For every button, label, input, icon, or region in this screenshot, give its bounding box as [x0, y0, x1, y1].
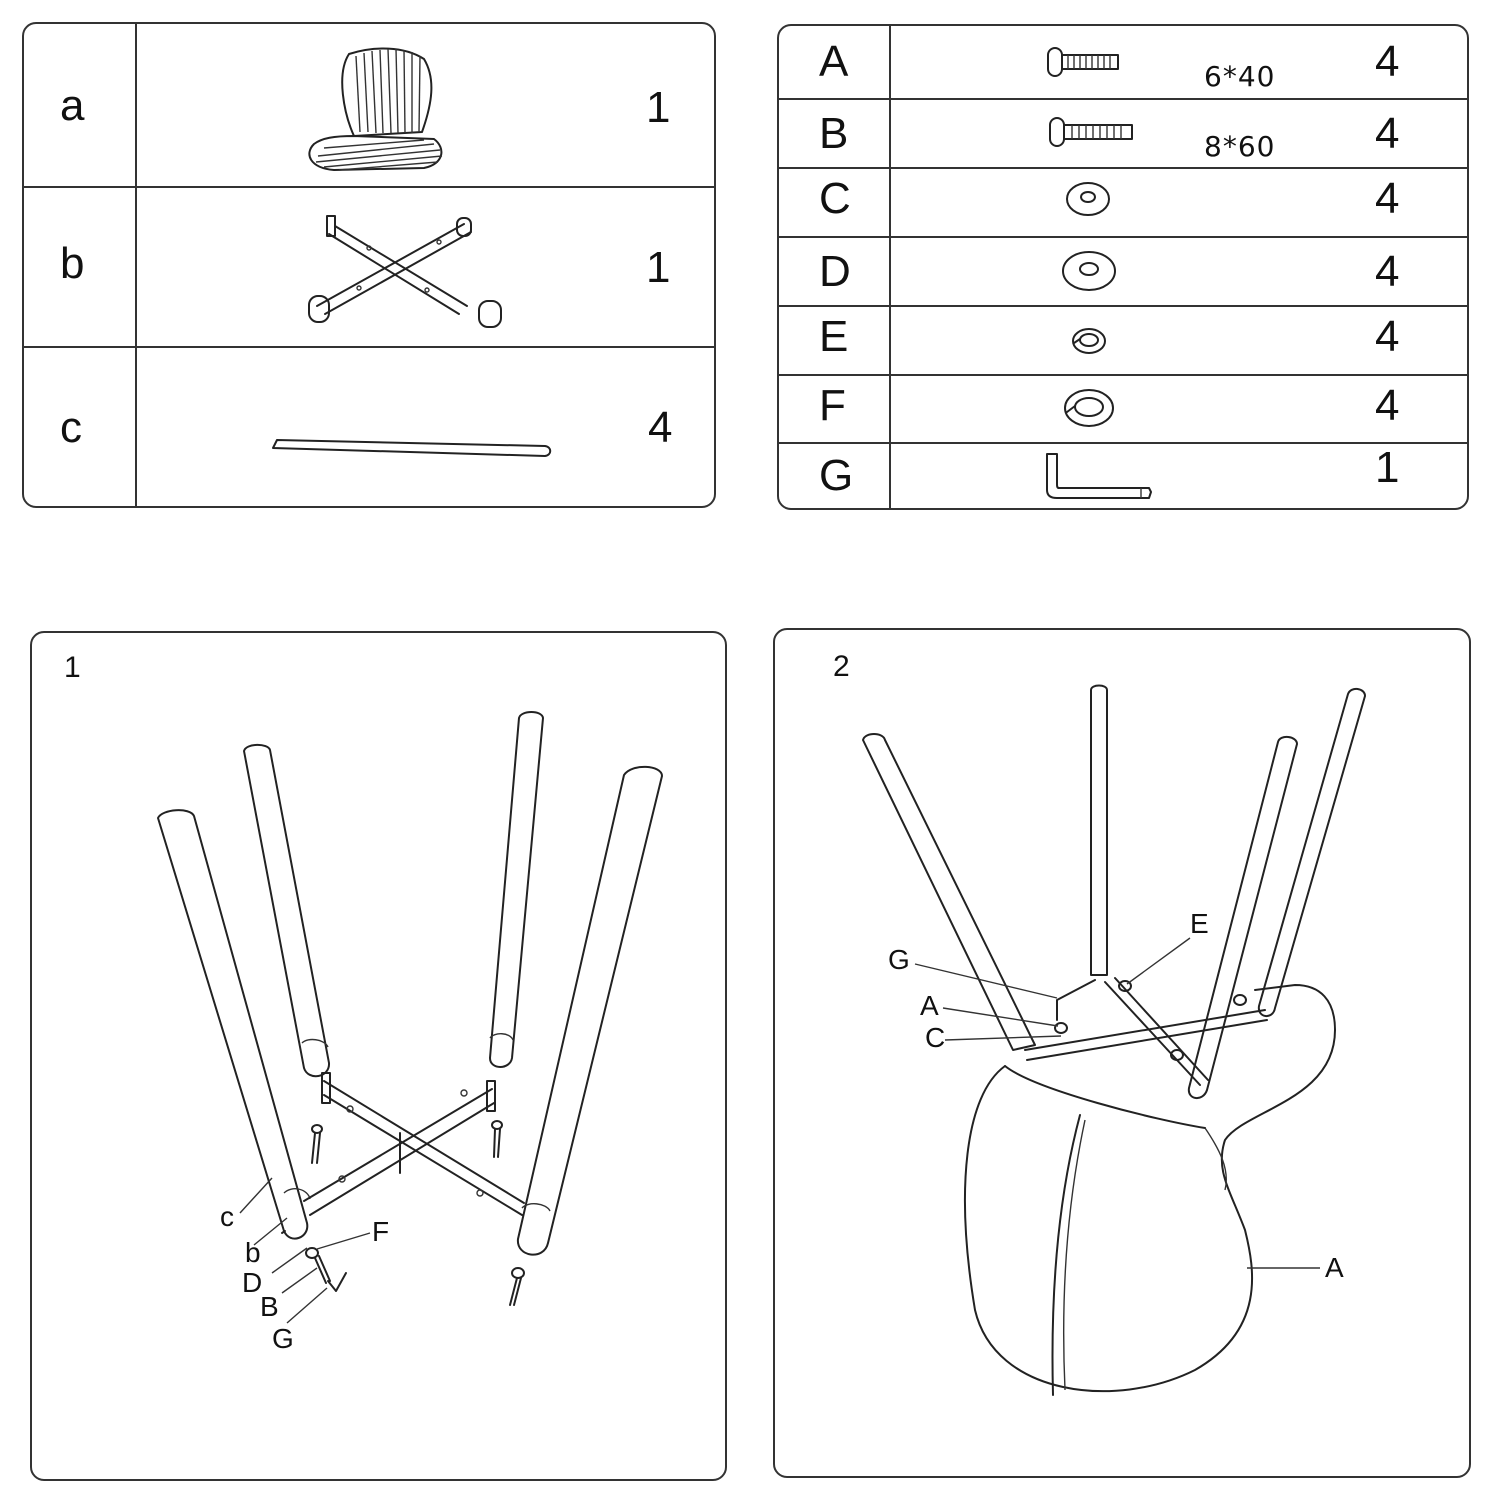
step-2-illustration — [862, 684, 1366, 1396]
part-letter: b — [60, 239, 85, 288]
hardware-table: A 6*40 4 B 8*60 4 C 4 D 4 E — [777, 24, 1469, 510]
step-number: 1 — [64, 651, 81, 684]
hardware-column-divider — [889, 26, 891, 508]
hardware-letter: A — [819, 37, 849, 86]
hardware-letter: D — [819, 247, 851, 296]
hardware-row-E: E 4 — [779, 305, 1467, 376]
callout-seat: A — [1325, 1252, 1344, 1283]
hardware-letter: F — [819, 381, 846, 430]
bolt-icon — [1049, 117, 1133, 147]
step-1-illustration — [157, 711, 663, 1324]
hardware-quantity: 4 — [1375, 37, 1400, 86]
parts-column-divider — [135, 24, 137, 506]
callout-washer: D — [242, 1267, 263, 1298]
hardware-row-A: A 6*40 4 — [779, 26, 1467, 100]
step-number: 2 — [833, 650, 850, 683]
hardware-row-C: C 4 — [779, 167, 1467, 238]
hardware-row-D: D 4 — [779, 236, 1467, 307]
hardware-quantity: 4 — [1375, 381, 1400, 430]
flat-washer-icon — [1066, 182, 1110, 216]
hardware-row-G: G 1 — [779, 442, 1467, 508]
part-quantity: 1 — [646, 243, 671, 292]
hardware-row-B: B 8*60 4 — [779, 98, 1467, 169]
allen-key-icon — [1046, 453, 1152, 499]
cross-base-frame-icon — [308, 215, 502, 328]
callout-bolt: B — [260, 1291, 279, 1322]
callout-washer: C — [925, 1022, 946, 1053]
assembly-step-2: 2 G A C E A — [773, 628, 1471, 1478]
hardware-spec: 6*40 — [1204, 60, 1276, 93]
callout-key: G — [888, 944, 910, 975]
callout-leg: c — [220, 1201, 234, 1232]
parts-row-b: b 1 — [24, 186, 714, 348]
hardware-quantity: 4 — [1375, 247, 1400, 296]
part-letter: c — [60, 403, 82, 452]
assembly-step-1: 1 — [30, 631, 727, 1481]
hardware-quantity: 4 — [1375, 312, 1400, 361]
part-letter: a — [60, 81, 85, 130]
parts-table: a 1 b — [22, 22, 716, 508]
spring-washer-icon — [1064, 389, 1114, 427]
parts-row-c: c 4 — [24, 346, 714, 506]
part-quantity: 4 — [648, 403, 673, 452]
hardware-row-F: F 4 — [779, 374, 1467, 444]
callout-bolt: A — [920, 990, 939, 1021]
bolt-icon — [1047, 47, 1119, 77]
hardware-quantity: 1 — [1375, 443, 1400, 492]
part-quantity: 1 — [646, 83, 671, 132]
parts-row-a: a 1 — [24, 24, 714, 188]
hardware-quantity: 4 — [1375, 174, 1400, 223]
seat-shell-icon — [308, 47, 443, 171]
hardware-letter: C — [819, 174, 851, 223]
leg-tube-icon — [272, 439, 552, 457]
hardware-quantity: 4 — [1375, 109, 1400, 158]
spring-washer-icon — [1072, 328, 1106, 354]
hardware-letter: B — [819, 109, 849, 158]
hardware-letter: G — [819, 451, 854, 500]
hardware-letter: E — [819, 312, 849, 361]
callout-base: b — [245, 1237, 261, 1268]
callout-key: G — [272, 1323, 294, 1354]
hardware-spec: 8*60 — [1204, 130, 1276, 163]
callout-spring-washer: F — [372, 1216, 390, 1247]
callout-spring-washer: E — [1190, 908, 1209, 939]
flat-washer-icon — [1062, 251, 1116, 291]
